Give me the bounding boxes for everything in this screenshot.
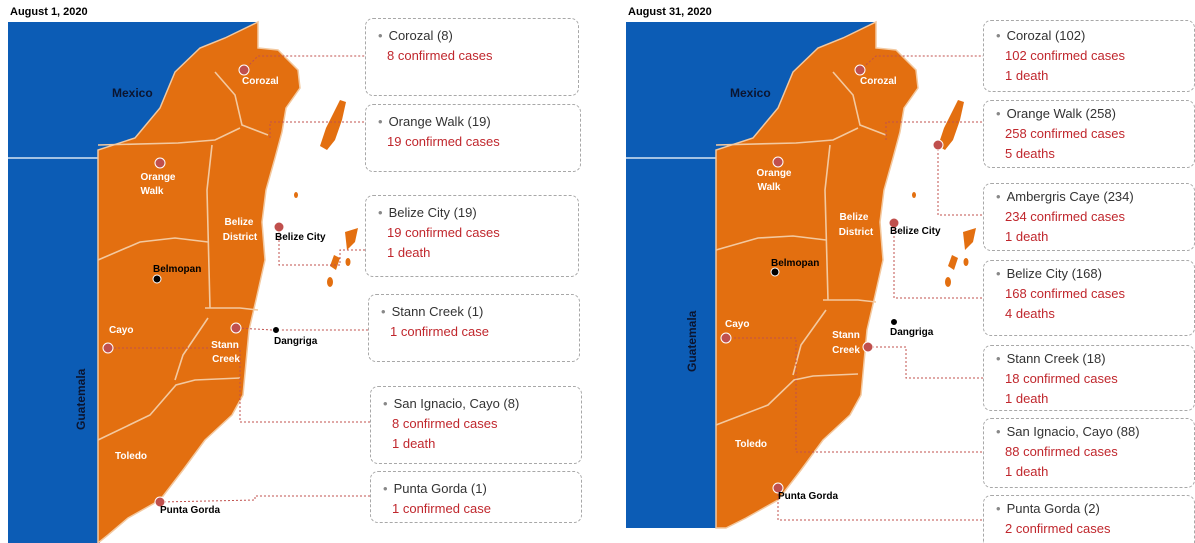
- callout-leaders: [726, 55, 988, 521]
- country-mexico: Mexico: [112, 86, 153, 100]
- callout-punta-gorda: Punta Gorda (2) 2 confirmed cases: [983, 495, 1195, 543]
- town-dots: [770, 267, 898, 326]
- map-panel-august-31: August 31, 2020: [618, 0, 1195, 543]
- label-cayo: Cayo: [109, 325, 133, 336]
- label-orange-walk-1: Orange: [756, 168, 791, 179]
- callout-leaders: [110, 55, 370, 503]
- label-toledo: Toledo: [735, 439, 767, 450]
- label-punta-gorda: Punta Gorda: [778, 491, 838, 502]
- callout-san-ignacio: San Ignacio, Cayo (88) 88 confirmed case…: [983, 418, 1195, 488]
- callout-san-ignacio: San Ignacio, Cayo (8) 8 confirmed cases …: [370, 386, 582, 464]
- label-orange-walk-2: Walk: [141, 186, 164, 197]
- label-belize-district-1: Belize: [225, 217, 254, 228]
- panel-date: August 1, 2020: [10, 6, 88, 18]
- sea-west: [626, 158, 718, 528]
- label-punta-gorda: Punta Gorda: [160, 505, 220, 516]
- cayes: [294, 192, 358, 287]
- island-ambergris: [320, 100, 346, 150]
- cayes: [912, 192, 976, 287]
- callout-belize-city: Belize City (168) 168 confirmed cases 4 …: [983, 260, 1195, 336]
- label-belize-district-1: Belize: [840, 212, 869, 223]
- district-borders: [97, 71, 269, 441]
- label-cayo: Cayo: [725, 319, 749, 330]
- label-belize-district-2: District: [839, 227, 874, 238]
- label-stann-creek-1: Stann: [832, 330, 860, 341]
- country-guatemala: Guatemala: [685, 310, 699, 372]
- label-corozal: Corozal: [242, 76, 279, 87]
- label-stann-creek-2: Creek: [832, 345, 860, 356]
- callout-ambergris-caye: Ambergris Caye (234) 234 confirmed cases…: [983, 183, 1195, 251]
- sea-west: [8, 158, 100, 543]
- case-markers: [720, 64, 944, 494]
- label-dangriga: Dangriga: [274, 336, 318, 347]
- label-belize-city: Belize City: [275, 232, 326, 243]
- panel-date: August 31, 2020: [628, 6, 712, 18]
- callout-corozal: Corozal (8) 8 confirmed cases: [365, 18, 579, 96]
- callout-stann-creek: Stann Creek (1) 1 confirmed case: [368, 294, 580, 362]
- belize-map: Mexico Guatemala Corozal Orange Walk Bel…: [8, 20, 370, 543]
- callout-corozal: Corozal (102) 102 confirmed cases 1 deat…: [983, 20, 1195, 92]
- label-corozal: Corozal: [860, 76, 897, 87]
- label-orange-walk-2: Walk: [758, 182, 781, 193]
- label-toledo: Toledo: [115, 451, 147, 462]
- label-stann-creek-1: Stann: [211, 340, 239, 351]
- label-belize-city: Belize City: [890, 226, 941, 237]
- label-dangriga: Dangriga: [890, 327, 934, 338]
- callout-belize-city: Belize City (19) 19 confirmed cases 1 de…: [365, 195, 579, 277]
- case-markers: [102, 64, 285, 508]
- country-mexico: Mexico: [730, 86, 771, 100]
- callout-stann-creek: Stann Creek (18) 18 confirmed cases 1 de…: [983, 345, 1195, 411]
- belize-mainland: [715, 20, 919, 529]
- belize-map: Mexico Guatemala Corozal Orange Walk Bel…: [626, 20, 988, 529]
- belize-mainland: [97, 20, 301, 543]
- callout-punta-gorda: Punta Gorda (1) 1 confirmed case: [370, 471, 582, 523]
- label-belmopan: Belmopan: [153, 264, 201, 275]
- label-belize-district-2: District: [223, 232, 258, 243]
- island-ambergris: [938, 100, 964, 150]
- map-panel-august-1: August 1, 2020: [0, 0, 590, 543]
- country-guatemala: Guatemala: [74, 368, 88, 430]
- label-stann-creek-2: Creek: [212, 354, 240, 365]
- callout-orange-walk: Orange Walk (19) 19 confirmed cases: [365, 104, 581, 172]
- callout-orange-walk: Orange Walk (258) 258 confirmed cases 5 …: [983, 100, 1195, 168]
- town-dots: [152, 274, 280, 334]
- label-orange-walk-1: Orange: [140, 172, 175, 183]
- label-belmopan: Belmopan: [771, 258, 819, 269]
